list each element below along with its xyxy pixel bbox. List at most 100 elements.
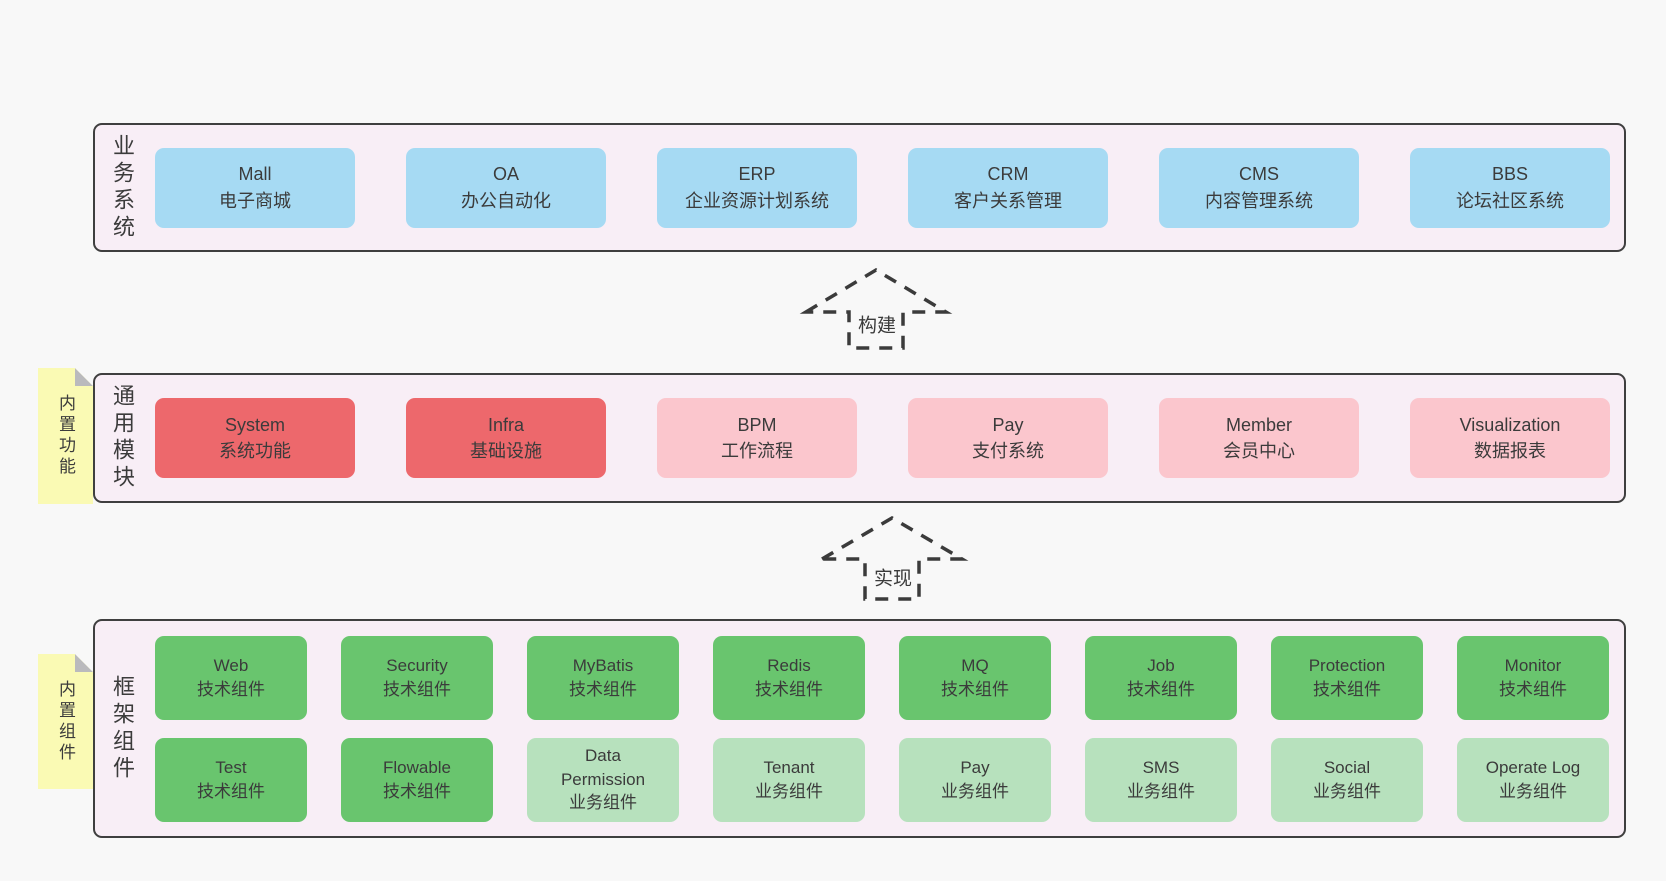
box-subtitle: 技术组件 (197, 679, 265, 699)
band-framework-label: 框架组件 (95, 621, 149, 836)
box-title: Member (1225, 414, 1292, 435)
box-title: Social (1323, 758, 1371, 778)
box-subtitle: 技术组件 (1499, 679, 1567, 699)
box-title: MQ (961, 656, 989, 676)
box-subtitle: 支付系统 (972, 441, 1044, 461)
box-subtitle: 技术组件 (197, 781, 265, 801)
box-mybatis: MyBatis 技术组件 (527, 635, 679, 720)
box-test: Test 技术组件 (155, 737, 307, 822)
box-subtitle: 内容管理系统 (1205, 190, 1313, 211)
note-text: 内置组件 (56, 679, 75, 764)
box-subtitle: 数据报表 (1474, 441, 1546, 461)
box-subtitle: 技术组件 (569, 679, 637, 699)
box-title: Flowable (382, 758, 452, 778)
dashed-up-arrow-build (799, 267, 953, 350)
sticky-note-builtin-features: 内置功能 (38, 368, 93, 504)
box-title: Pay (992, 414, 1024, 435)
box-subtitle: 办公自动化 (461, 190, 551, 211)
box-title: Mall (238, 164, 272, 185)
box-subtitle: 工作流程 (721, 441, 793, 461)
box-title: CMS (1239, 164, 1279, 185)
box-tenant: Tenant 业务组件 (713, 737, 865, 822)
box-title: ERP (738, 164, 776, 185)
box-subtitle: 系统功能 (219, 441, 291, 461)
box-redis: Redis 技术组件 (713, 635, 865, 720)
box-member: Member 会员中心 (1159, 398, 1359, 478)
box-subtitle: 技术组件 (1127, 679, 1195, 699)
sticky-note-builtin-components: 内置组件 (38, 654, 93, 789)
up-arrow-icon (799, 267, 953, 350)
arrow-build-label: 构建 (852, 308, 902, 340)
box-subtitle: 业务组件 (755, 781, 823, 801)
box-title: System (224, 414, 285, 435)
box-title: Tenant (763, 758, 815, 778)
box-sms: SMS 业务组件 (1085, 737, 1237, 822)
band-business-label: 业务系统 (95, 125, 149, 250)
box-flowable: Flowable 技术组件 (341, 737, 493, 822)
box-subtitle: 论坛社区系统 (1456, 190, 1564, 211)
box-title: OA (492, 164, 519, 185)
box-subtitle: 客户关系管理 (954, 190, 1062, 211)
box-pay: Pay 业务组件 (899, 737, 1051, 822)
box-title: Job (1147, 656, 1175, 676)
box-subtitle: 技术组件 (1313, 679, 1381, 699)
box-title: Web (213, 656, 249, 676)
box-bbs: BBS 论坛社区系统 (1410, 147, 1610, 228)
box-job: Job 技术组件 (1085, 635, 1237, 720)
box-data-permission: Data Permission 业务组件 (527, 737, 679, 822)
box-social: Social 业务组件 (1271, 737, 1423, 822)
box-pay: Pay 支付系统 (908, 398, 1108, 478)
box-title: SMS (1142, 758, 1180, 778)
box-title: CRM (987, 164, 1029, 185)
box-subtitle: 业务组件 (1313, 781, 1381, 801)
box-title: Operate Log (1485, 758, 1581, 778)
box-erp: ERP 企业资源计划系统 (657, 147, 857, 228)
box-title: Pay (960, 758, 990, 778)
dashed-up-arrow-implement (815, 515, 969, 601)
box-protection: Protection 技术组件 (1271, 635, 1423, 720)
note-text: 内置功能 (56, 394, 75, 478)
box-title: Test (215, 758, 247, 778)
arrow-implement-label: 实现 (868, 561, 918, 593)
box-subtitle: 技术组件 (755, 679, 823, 699)
box-title: Infra (487, 414, 525, 435)
box-subtitle: 企业资源计划系统 (685, 190, 829, 211)
box-mq: MQ 技术组件 (899, 635, 1051, 720)
box-title: Security (386, 656, 448, 676)
up-arrow-icon (815, 515, 969, 601)
box-title: Data Permission (560, 746, 646, 789)
box-subtitle: 会员中心 (1223, 441, 1295, 461)
box-oa: OA 办公自动化 (406, 147, 606, 228)
box-title: BBS (1491, 164, 1529, 185)
box-web: Web 技术组件 (155, 635, 307, 720)
band-modules-label: 通用模块 (95, 375, 149, 501)
box-subtitle: 业务组件 (569, 793, 637, 813)
box-title: Protection (1308, 656, 1386, 676)
box-subtitle: 业务组件 (1499, 781, 1567, 801)
box-crm: CRM 客户关系管理 (908, 147, 1108, 228)
box-subtitle: 业务组件 (1127, 781, 1195, 801)
box-title: Monitor (1504, 656, 1562, 676)
box-subtitle: 业务组件 (941, 781, 1009, 801)
box-title: Visualization (1459, 414, 1561, 435)
box-visualization: Visualization 数据报表 (1410, 398, 1610, 478)
folded-corner-icon (75, 368, 93, 386)
band-label-text: 通用模块 (110, 384, 135, 492)
band-label-text: 业务系统 (110, 133, 135, 242)
box-subtitle: 技术组件 (941, 679, 1009, 699)
box-title: Redis (767, 656, 811, 676)
box-subtitle: 技术组件 (383, 781, 451, 801)
box-title: MyBatis (572, 656, 634, 676)
